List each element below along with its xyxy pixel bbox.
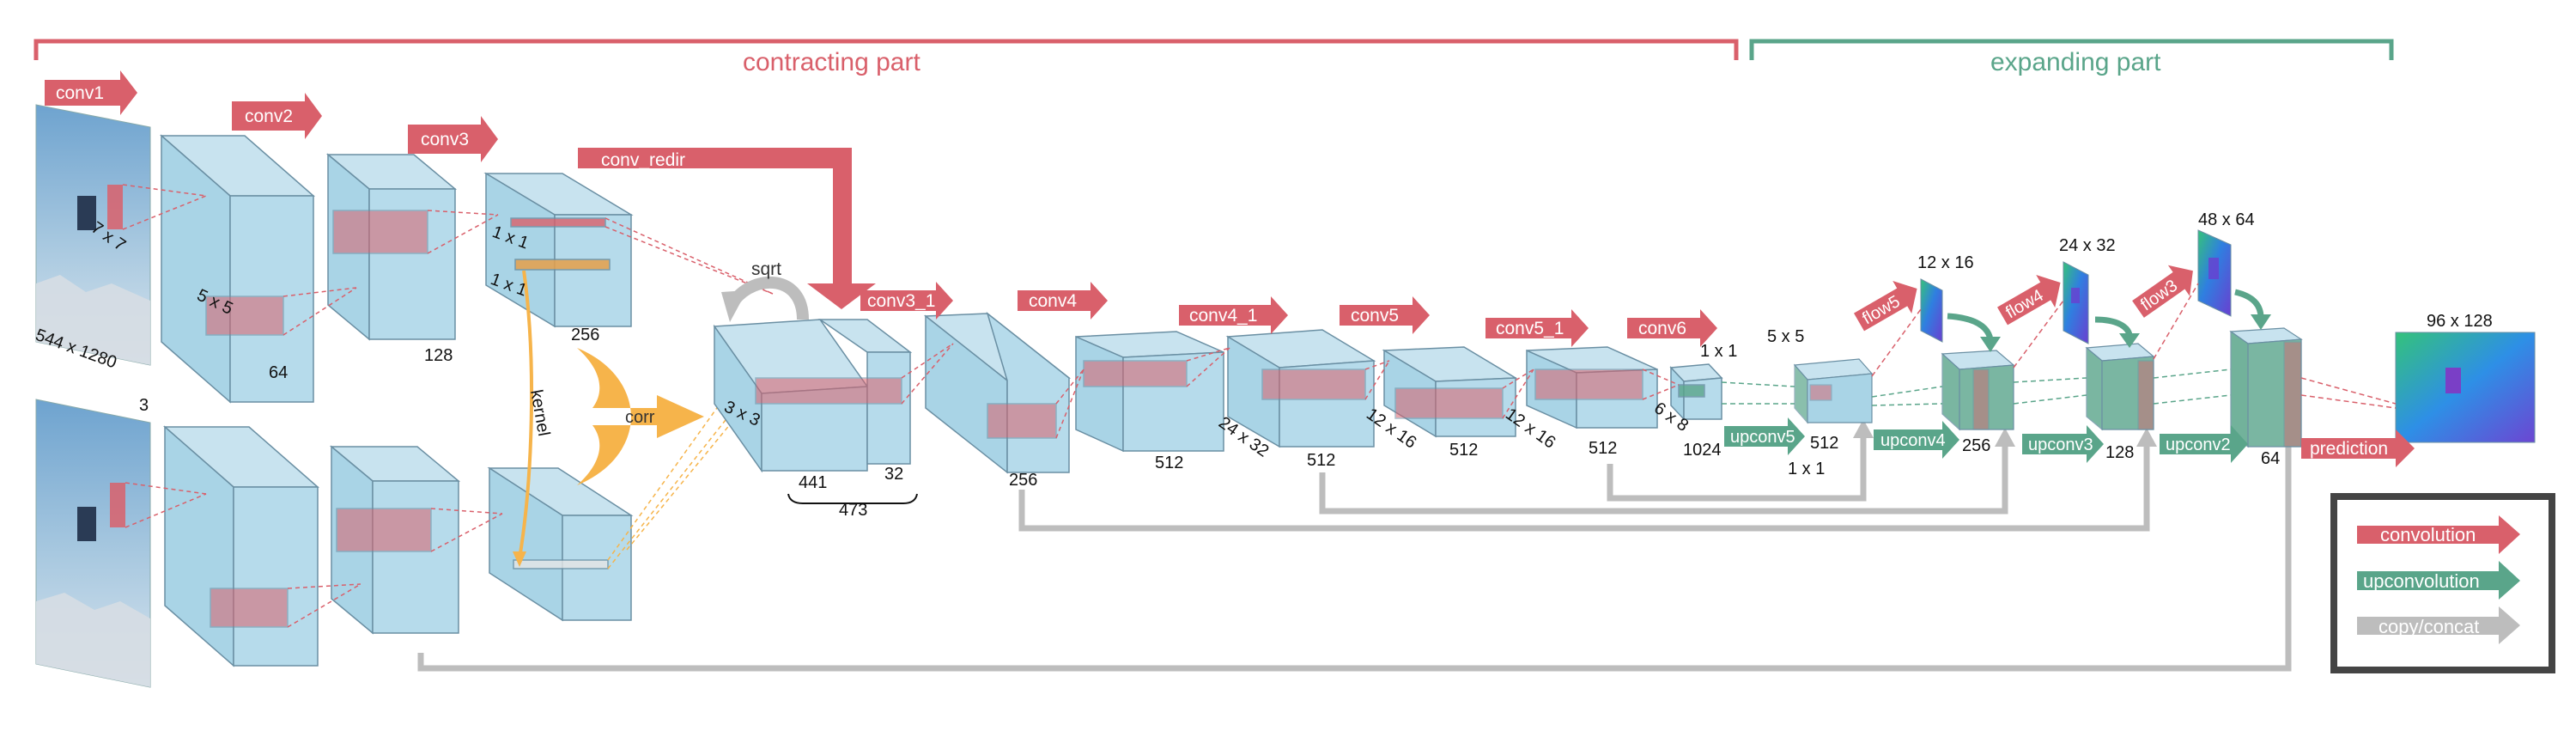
conv5-1-label: conv5_1: [1496, 319, 1564, 338]
conv3-label: conv3: [421, 130, 469, 149]
corr-arrow: corr: [577, 348, 704, 485]
expanding-bracket: expanding part: [1749, 39, 2394, 76]
chair-icon: [77, 196, 96, 230]
contracting-bracket: contracting part: [33, 39, 1739, 76]
copy-concat-connectors: [417, 429, 2292, 672]
c512d-label: 512: [1589, 439, 1617, 458]
upconv3-label: upconv3: [2028, 436, 2093, 454]
out96x128-label: 96 x 128: [2427, 312, 2493, 331]
conv-redir-label: conv_redir: [601, 150, 685, 170]
f48x64-label: 48 x 64: [2198, 210, 2255, 229]
legend: convolution upconvolution copy/concat: [2330, 493, 2555, 673]
corr-lines: [607, 377, 748, 570]
expanding-lines: [1721, 368, 2232, 406]
f12x16-label: 12 x 16: [1917, 253, 1974, 272]
expanding-label: expanding part: [1990, 48, 2161, 76]
flow-lines: [1871, 283, 2397, 409]
contracting-blocks: [923, 311, 1723, 474]
blocks-top-stream: [160, 134, 634, 404]
legend-copy-concat: copy/concat: [2357, 606, 2520, 644]
chair-icon-2: [77, 507, 96, 541]
f24x32-label: 24 x 32: [2059, 236, 2116, 255]
flow-arrows: flow5 flow4 flow3: [1854, 265, 2193, 332]
conv3-1-label: conv3_1: [867, 291, 935, 311]
c128b-label: 128: [2105, 443, 2134, 462]
sqrt-arrow: sqrt: [721, 259, 809, 322]
one-by-one-d-label: 1 x 1: [1788, 460, 1825, 478]
chair-flow-icon: [2445, 368, 2461, 393]
c64-label: 64: [269, 363, 288, 382]
k5b-label: 5 x 5: [1767, 327, 1804, 346]
c256b-label: 256: [1009, 471, 1037, 490]
upconv-labels: upconv5 upconv4 upconv3 upconv2: [1730, 428, 2231, 454]
kernel-arrow: [513, 270, 534, 567]
expanding-blocks: [1793, 327, 2303, 448]
c512a-label: 512: [1155, 454, 1183, 472]
conv2-label: conv2: [245, 107, 293, 126]
input-channels-label: 3: [139, 396, 149, 415]
conv6-label: conv6: [1638, 319, 1686, 338]
c512e-label: 512: [1810, 434, 1838, 453]
c473-label: 473: [839, 501, 867, 520]
c32-label: 32: [884, 465, 903, 484]
corr-label: corr: [625, 408, 655, 427]
flow-map-4: [2063, 261, 2089, 344]
input-image-bottom: [35, 399, 151, 688]
conv5-label: conv5: [1351, 306, 1399, 326]
contracting-label: contracting part: [743, 48, 920, 76]
one-by-one-c-label: 1 x 1: [1700, 342, 1737, 361]
conv-arrow-labels: conv1 conv2 conv3 conv3_1 conv4 conv4_1 …: [56, 83, 2388, 459]
upconv-arrows: [1724, 417, 2248, 463]
input-image-top: [35, 104, 151, 366]
legend-upconvolution: upconvolution: [2357, 561, 2520, 600]
flow-map-5: [1920, 278, 1943, 343]
c256-label: 256: [571, 326, 599, 344]
conv-arrows: [45, 70, 2415, 467]
kernel-lines-top: [122, 184, 774, 628]
c64b-label: 64: [2261, 449, 2280, 468]
upconv4-label: upconv4: [1880, 431, 1946, 450]
flow-map-3: [2197, 229, 2232, 317]
legend-convolution: convolution: [2357, 515, 2520, 554]
conv1-label: conv1: [56, 83, 104, 103]
c128-label: 128: [424, 346, 453, 365]
prediction-map: [2395, 332, 2536, 443]
contracting-kernel-lines: [901, 343, 1680, 439]
brace-473: [787, 493, 918, 504]
c441-label: 441: [799, 473, 827, 492]
sqrt-label: sqrt: [751, 259, 781, 279]
flow-to-layer-heads: [1980, 314, 2271, 352]
c512c-label: 512: [1449, 441, 1478, 460]
legend-convolution-label: convolution: [2380, 524, 2476, 545]
conv-redir-arrow: conv_redir: [578, 148, 876, 309]
upconv5-label: upconv5: [1730, 428, 1795, 447]
conv4-1-label: conv4_1: [1189, 306, 1257, 326]
c512b-label: 512: [1307, 451, 1335, 470]
upconv2-label: upconv2: [2166, 436, 2231, 454]
legend-copy-concat-label: copy/concat: [2379, 616, 2479, 637]
legend-upconvolution-label: upconvolution: [2363, 570, 2480, 592]
blocks-bottom-stream: [163, 425, 634, 667]
c256c-label: 256: [1962, 436, 1990, 455]
prediction-label: prediction: [2310, 439, 2388, 459]
c1024-label: 1024: [1683, 441, 1722, 460]
conv4-label: conv4: [1029, 291, 1077, 311]
corr-volume-block: [713, 319, 913, 473]
